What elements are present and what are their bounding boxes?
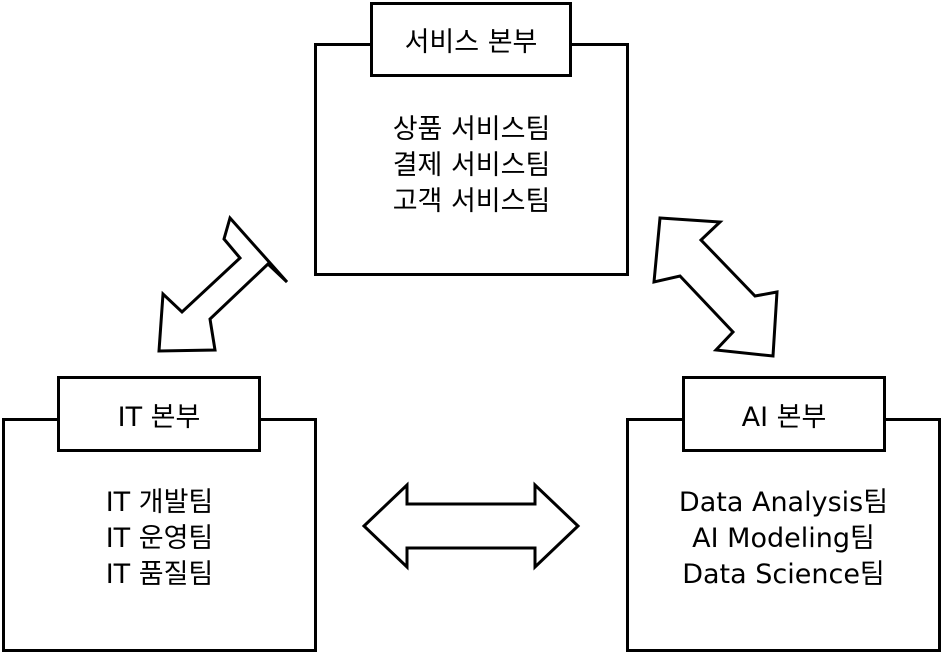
it-team-list: IT 개발팀 IT 운영팀 IT 품질팀 — [5, 485, 314, 593]
it-team-item: IT 개발팀 — [105, 487, 214, 518]
double-arrow-service-ai-icon — [652, 216, 779, 358]
service-team-item: 고객 서비스팀 — [392, 186, 551, 217]
ai-division-title: AI 본부 — [682, 376, 886, 452]
ai-team-item: Data Science팀 — [682, 559, 885, 590]
ai-team-item: AI Modeling팀 — [692, 523, 875, 554]
service-division-title: 서비스 본부 — [370, 2, 572, 77]
service-team-item: 상품 서비스팀 — [392, 114, 551, 145]
service-team-list: 상품 서비스팀 결제 서비스팀 고객 서비스팀 — [317, 112, 626, 220]
it-team-item: IT 품질팀 — [105, 559, 214, 590]
ai-team-list: Data Analysis팀 AI Modeling팀 Data Science… — [629, 485, 938, 593]
service-division-box: 상품 서비스팀 결제 서비스팀 고객 서비스팀 — [314, 43, 629, 276]
ai-team-item: Data Analysis팀 — [678, 487, 889, 518]
it-division-box: IT 개발팀 IT 운영팀 IT 품질팀 — [2, 418, 317, 652]
double-arrow-it-ai-icon — [361, 481, 581, 571]
service-team-item: 결제 서비스팀 — [392, 150, 551, 181]
double-arrow-service-it-icon — [157, 214, 289, 353]
ai-division-box: Data Analysis팀 AI Modeling팀 Data Science… — [626, 418, 941, 652]
it-division-title: IT 본부 — [57, 376, 261, 452]
it-team-item: IT 운영팀 — [105, 523, 214, 554]
